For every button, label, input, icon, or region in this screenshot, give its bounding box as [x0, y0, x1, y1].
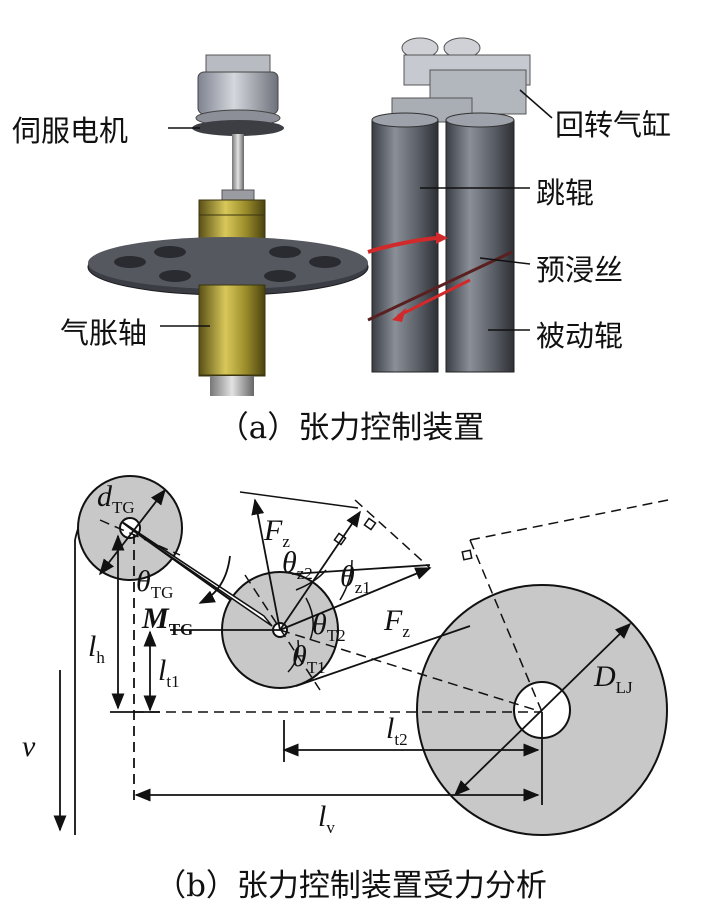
panel-a-device-render: 伺服电机 回转气缸 跳辊 预浸丝 气胀轴 被动辊 （a）张力控制装置: [12, 37, 672, 446]
dashed-center-line: [279, 629, 543, 713]
moment-arc: [198, 555, 231, 604]
leader-lines: [160, 89, 553, 331]
label-prepreg-tow: 预浸丝: [536, 253, 624, 287]
d-lj-dimension: [453, 622, 632, 797]
rotary-cylinder: [391, 37, 531, 123]
label-servo-motor: 伺服电机: [12, 114, 129, 148]
dashed-right: [469, 499, 669, 541]
sym-l-v: lv: [318, 800, 335, 837]
fz-right-arrow: [279, 567, 432, 631]
panel-b-force-analysis: dTG θTG MTG lh lt1 v Fz θz2 θz1 Fz θT2 θ…: [0, 460, 702, 915]
right-angle-mark-1: [333, 532, 347, 546]
prepreg-tow: [367, 232, 513, 322]
d-tg-dimension: [99, 488, 166, 576]
angle-arc-t2: [305, 597, 314, 641]
sym-theta-tg: θTG: [136, 565, 174, 602]
force-diagram: [53, 475, 669, 836]
sym-f-z-top: Fz: [264, 514, 290, 551]
caption-a: （a）张力控制装置: [217, 410, 485, 446]
fz-top-line: [239, 491, 359, 509]
sym-l-t2: lt2: [386, 712, 408, 749]
flange-disc: [87, 237, 369, 296]
sym-theta-z2: θz2: [282, 546, 313, 583]
dashed-tg-radius: [99, 519, 181, 556]
angle-arc-z2: [295, 569, 327, 591]
resultant-arrow: [279, 510, 361, 631]
dashed-mid-diameter: [244, 574, 321, 691]
fz-up-arrow: [251, 498, 281, 631]
right-angle-mark-2: [363, 517, 377, 531]
sym-theta-z1: θz1: [340, 560, 371, 597]
sym-d-lj: DLJ: [594, 660, 633, 697]
sym-l-t1: lt1: [158, 654, 180, 691]
angle-arc-z1: [339, 559, 353, 601]
caption-b: （b）张力控制装置受力分析: [155, 868, 547, 904]
tangent-lower: [295, 625, 471, 687]
sym-theta-t2: θT2: [312, 608, 346, 645]
tangent-upper: [291, 564, 431, 575]
device-render: [87, 37, 553, 396]
sym-theta-t1: θT1: [292, 640, 326, 677]
driven-roller: [445, 112, 515, 373]
sym-d-tg: dTG: [97, 480, 135, 517]
right-angle-mark-3: [461, 549, 473, 561]
dashed-fz-top: [354, 499, 431, 569]
sym-m-tg: MTG: [142, 602, 194, 639]
angle-arc-t1: [287, 639, 300, 673]
label-rotary-cylinder: 回转气缸: [555, 108, 672, 142]
label-air-shaft: 气胀轴: [60, 316, 148, 350]
servo-motor: [192, 54, 284, 205]
label-dancer-roller: 跳辊: [536, 176, 595, 210]
label-driven-roller: 被动辊: [536, 319, 624, 353]
sym-l-h: lh: [88, 630, 105, 667]
sym-f-z-right: Fz: [384, 604, 410, 641]
sym-v: v: [22, 730, 36, 763]
